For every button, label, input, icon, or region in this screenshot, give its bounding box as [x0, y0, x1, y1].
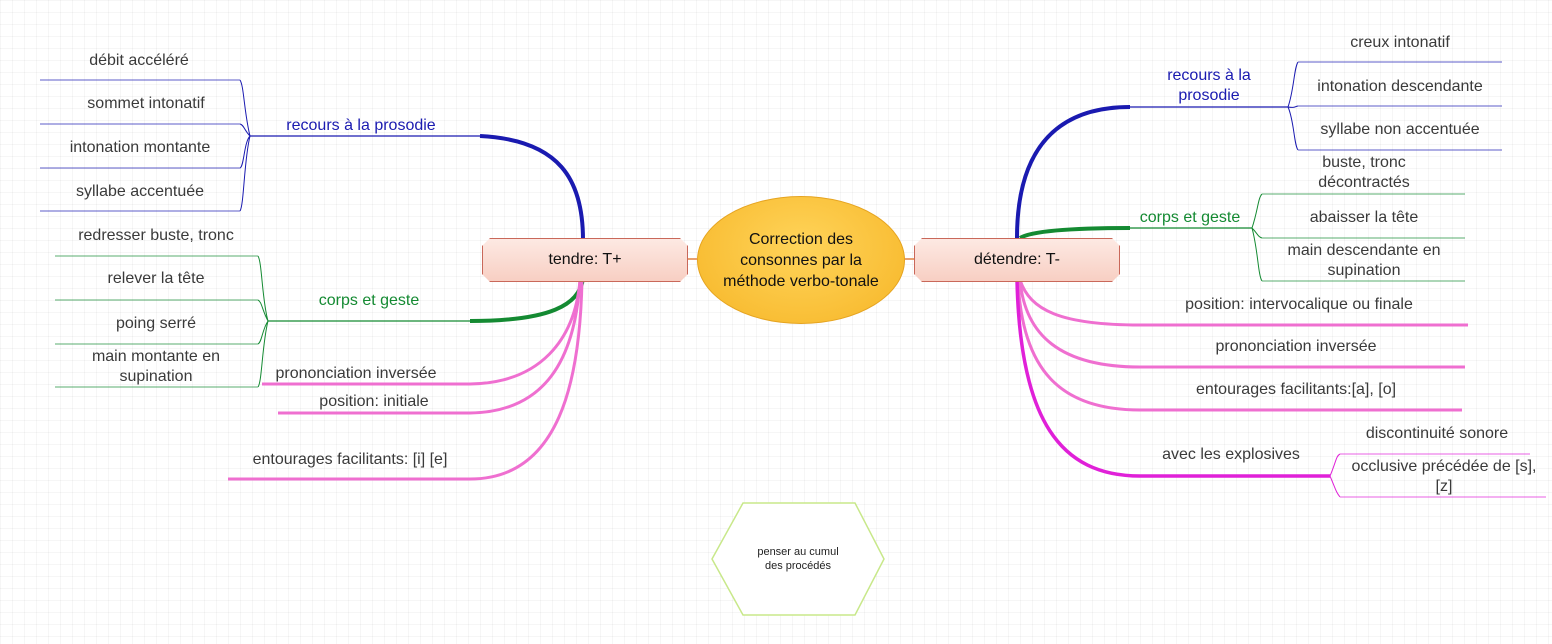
- right-prononciation-label[interactable]: prononciation inversée: [1215, 338, 1377, 355]
- right-corps-brace: [1251, 193, 1263, 282]
- left-corps-brace: [257, 255, 269, 388]
- left-corps-curve: [469, 277, 585, 323]
- right-corps-curve: [1018, 226, 1131, 240]
- right-prosodie-item[interactable]: syllabe non accentuée: [1320, 121, 1480, 138]
- left-prosodie-curve: [479, 134, 585, 241]
- left-prosodie-item[interactable]: sommet intonatif: [87, 95, 205, 112]
- left-corps-item[interactable]: relever la tête: [107, 270, 205, 287]
- left-corps-item[interactable]: poing serré: [115, 315, 197, 332]
- right-prosodie-label[interactable]: recours à la prosodie: [1167, 67, 1251, 104]
- note-hexagon: [711, 502, 885, 616]
- right-entourages-curve: [1016, 279, 1462, 412]
- central-topic-line-1: Correction des: [748, 230, 854, 248]
- left-prosodie-item[interactable]: syllabe accentuée: [75, 183, 205, 200]
- left-corps-leaf-lines: [55, 255, 258, 388]
- right-prononciation-curve: [1018, 279, 1465, 369]
- left-branch-label: tendre: T+: [548, 251, 622, 268]
- left-prosodie-leaf-lines: [40, 79, 240, 212]
- central-topic-text: Correction des consonnes par la méthode …: [723, 229, 879, 292]
- right-prosodie-item[interactable]: intonation descendante: [1317, 78, 1483, 95]
- right-corps-leaf-lines: [1262, 193, 1465, 282]
- right-branch-label: détendre: T-: [974, 251, 1060, 268]
- right-prosodie-curve: [1015, 105, 1131, 239]
- right-corps-item[interactable]: main descendante en supination: [1287, 242, 1441, 279]
- left-corps-item[interactable]: main montante en supination: [91, 348, 221, 385]
- right-explosives-item[interactable]: discontinuité sonore: [1365, 425, 1509, 442]
- left-prosodie-brace: [239, 79, 251, 212]
- central-topic-line-3: méthode verbo-tonale: [723, 272, 879, 290]
- left-branch-node[interactable]: tendre: T+: [482, 238, 688, 282]
- right-corps-label[interactable]: corps et geste: [1139, 209, 1241, 226]
- left-corps-label[interactable]: corps et geste: [318, 292, 420, 309]
- right-position-label[interactable]: position: intervocalique ou finale: [1185, 296, 1413, 313]
- left-entourages-label[interactable]: entourages facilitants: [i] [e]: [252, 451, 448, 468]
- left-position-curve: [278, 279, 582, 415]
- left-position-label[interactable]: position: initiale: [319, 393, 429, 410]
- left-corps-item[interactable]: redresser buste, tronc: [78, 227, 234, 244]
- right-prosodie-item[interactable]: creux intonatif: [1350, 34, 1450, 51]
- right-explosives-brace: [1329, 453, 1341, 498]
- right-explosives-curve: [1015, 279, 1330, 478]
- right-position-curve: [1018, 279, 1468, 327]
- note-line-1: penser au cumul: [757, 546, 839, 558]
- left-prononciation-label[interactable]: prononciation inversée: [275, 365, 437, 382]
- left-prosodie-label[interactable]: recours à la prosodie: [286, 117, 436, 134]
- left-prosodie-item[interactable]: intonation montante: [69, 139, 211, 156]
- right-explosives-item[interactable]: occlusive précédée de [s], [z]: [1351, 458, 1537, 495]
- right-branch-node[interactable]: détendre: T-: [914, 238, 1120, 282]
- right-corps-item[interactable]: abaisser la tête: [1309, 209, 1419, 226]
- right-explosives-leaf-lines: [1340, 453, 1546, 498]
- left-entourages-curve: [228, 279, 584, 481]
- right-explosives-label[interactable]: avec les explosives: [1162, 446, 1300, 463]
- right-entourages-label[interactable]: entourages facilitants:[a], [o]: [1195, 381, 1397, 398]
- central-topic-line-2: consonnes par la: [740, 251, 862, 269]
- note-line-2: des procédés: [764, 560, 832, 572]
- central-topic-node[interactable]: Correction des consonnes par la méthode …: [697, 196, 905, 324]
- right-corps-item[interactable]: buste, tronc décontractés: [1318, 154, 1410, 191]
- right-prosodie-brace: [1287, 61, 1299, 151]
- right-prosodie-leaf-lines: [1298, 61, 1502, 151]
- left-prosodie-item[interactable]: débit accéléré: [89, 52, 189, 69]
- note-text[interactable]: penser au cumul des procédés: [712, 503, 884, 615]
